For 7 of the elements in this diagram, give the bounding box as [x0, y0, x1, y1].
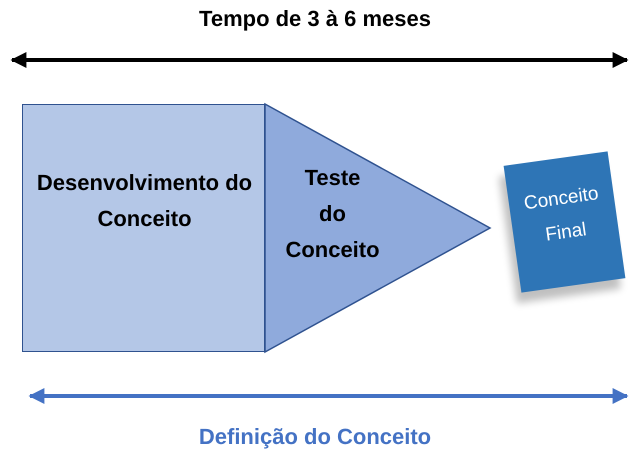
duration-label: Tempo de 3 à 6 meses [198, 6, 432, 32]
phase-box [22, 104, 265, 352]
phase-triangle [265, 104, 490, 352]
phase-label: Definição do Conceito [198, 424, 432, 450]
node-label: Desenvolvimento do Conceito [36, 169, 254, 233]
node-label: Teste do Conceito [284, 164, 381, 264]
node-label: Conceito Final [522, 182, 601, 248]
